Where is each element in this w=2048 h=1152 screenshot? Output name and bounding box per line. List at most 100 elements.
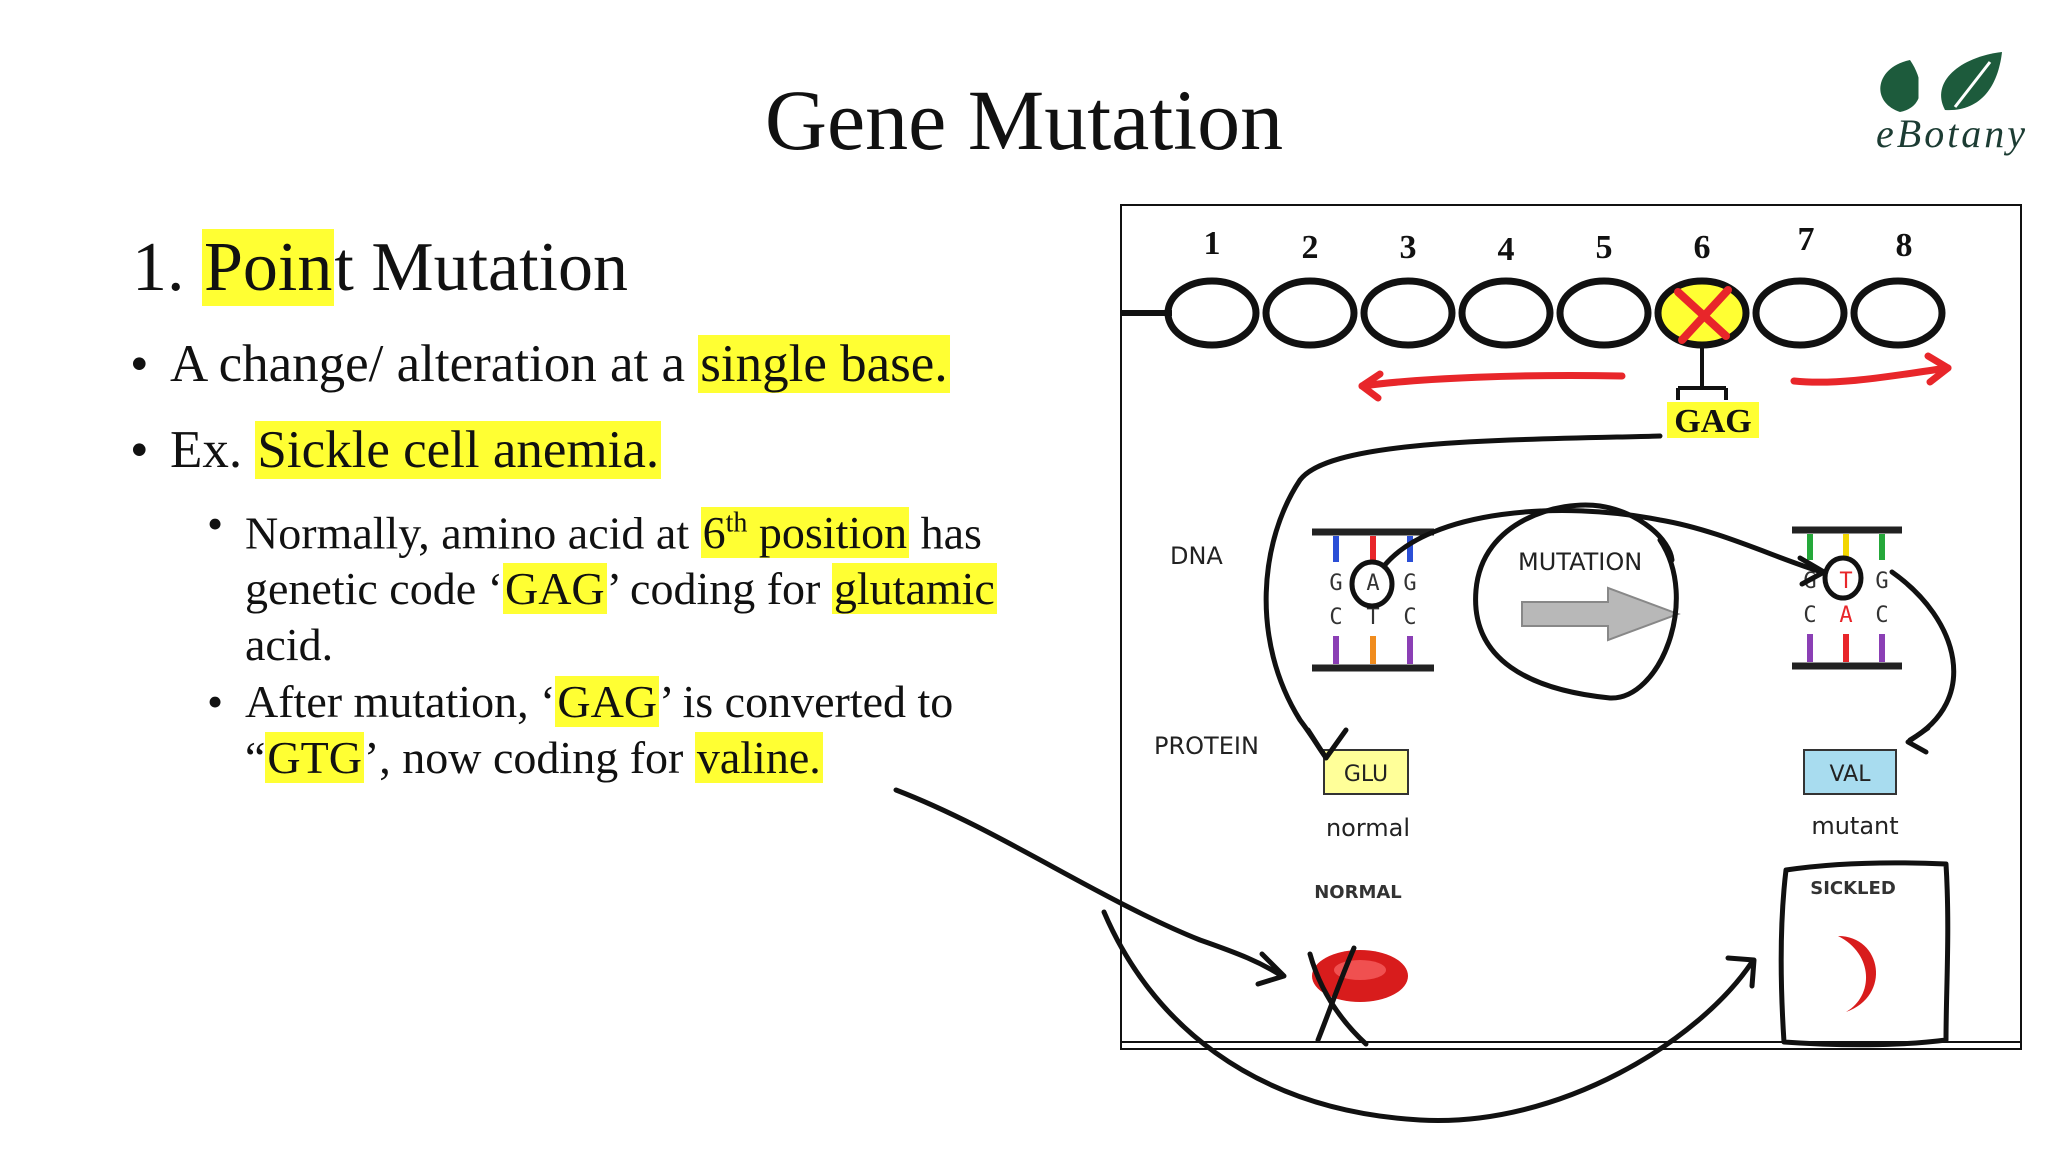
dna-base: G <box>1329 571 1342 596</box>
dna-base: T <box>1366 605 1379 630</box>
sub-bullet-2-line-1: After mutation, ‘GAG’ is converted to <box>245 674 1087 730</box>
text-run: 6 <box>702 507 726 559</box>
bullet1-text: A change/ alteration at a <box>170 335 699 393</box>
text-run: Normally, amino acid at <box>245 507 701 559</box>
slide-title: Gene Mutation <box>764 72 1284 168</box>
right-arrow-icon <box>1790 364 1952 386</box>
nucleotide-circle <box>1850 277 1946 349</box>
text-run: ’ is converted to <box>659 676 954 727</box>
annotation-box <box>1778 860 1951 1048</box>
highlight-run: glutamic <box>831 563 997 615</box>
annotation-arrowhead <box>1725 955 1757 989</box>
annotation-arrow <box>1889 569 1957 743</box>
text-run: genetic code ‘ <box>245 563 503 615</box>
annotation-circle <box>1473 502 1679 701</box>
nucleotide-circle <box>1458 277 1554 349</box>
text-run: “ <box>245 732 266 783</box>
annotation-arrow <box>893 787 1285 979</box>
bullet-item-1: • A change/ alteration at a single base. <box>130 334 950 394</box>
val-box <box>1803 749 1897 795</box>
dna-label: DNA <box>1170 542 1223 570</box>
sub-bullet-1-line-2: genetic code ‘GAG’ coding for glutamic <box>245 561 1087 617</box>
normal-caption: normal <box>1326 814 1410 842</box>
sub-bullet-dot: • <box>207 676 224 727</box>
codon-label: GAG <box>1674 403 1751 440</box>
dna-base: C <box>1875 603 1888 628</box>
bullet2-text: Ex. <box>170 421 256 479</box>
mutation-label: MUTATION <box>1518 548 1642 576</box>
mutation-diagram-panel: 1 2 3 4 5 6 7 8 GAG DNA PROTEIN MUTATION <box>1120 204 2022 1050</box>
normal-cell-label: NORMAL <box>1314 882 1402 903</box>
highlight-run: GAG <box>502 563 607 615</box>
annotation-circle <box>1822 555 1864 601</box>
val-label: VAL <box>1830 762 1872 787</box>
mutation-arrow-icon <box>1521 586 1681 642</box>
dna-base: G <box>1875 569 1888 594</box>
position-number: 1 <box>1204 225 1221 262</box>
normal-dna-ladder: G A G C T C <box>1312 528 1434 672</box>
text-run: position <box>747 507 908 559</box>
bullet1-highlight: single base. <box>698 335 950 393</box>
sub-bullet-1: • Normally, amino acid at 6th position h… <box>207 496 1087 673</box>
position-number: 6 <box>1694 229 1711 266</box>
text-run: After mutation, ‘ <box>245 676 556 727</box>
position-number: 3 <box>1400 229 1417 266</box>
mutant-caption: mutant <box>1811 812 1898 840</box>
mutation-diagram: 1 2 3 4 5 6 7 8 GAG DNA PROTEIN MUTATION <box>1122 221 2020 1043</box>
annotation-arrowhead <box>1905 725 1931 755</box>
sickled-cell-icon <box>1838 936 1877 1012</box>
sub-bullet-2: • After mutation, ‘GAG’ is converted to … <box>207 674 1087 786</box>
heading-highlight: Poin <box>202 229 335 306</box>
heading-number: 1. <box>132 229 202 306</box>
text-run: ’ coding for <box>606 563 832 615</box>
annotation-arrow <box>1381 508 1825 575</box>
position-number: 7 <box>1798 221 1815 258</box>
section-heading: 1. Point Mutation <box>132 228 628 308</box>
bullet-dot: • <box>130 335 149 393</box>
highlight-run: valine. <box>694 732 823 783</box>
ebotany-leaf-icon <box>1880 52 2002 114</box>
position-number: 8 <box>1896 227 1913 264</box>
dna-base: C <box>1803 603 1816 628</box>
nucleotide-circle <box>1360 277 1456 349</box>
nucleotide-circle <box>1556 277 1652 349</box>
annotation-arrow <box>1101 909 1755 1123</box>
sickled-cell-label: SICKLED <box>1810 878 1896 899</box>
glu-box <box>1323 749 1409 795</box>
bullet-item-2: • Ex. Sickle cell anemia. <box>130 420 662 480</box>
annotation-arrowhead <box>1305 727 1349 761</box>
annotation-arrowhead <box>1255 951 1287 987</box>
dna-base: A <box>1366 571 1379 596</box>
bullet2-highlight: Sickle cell anemia. <box>255 421 662 479</box>
left-arrow-icon <box>1358 371 1626 390</box>
logo-text: eBotany <box>1876 111 2029 156</box>
dna-base: T <box>1839 569 1852 594</box>
annotation-arrow <box>1263 433 1663 759</box>
position-number: 2 <box>1302 229 1319 266</box>
dna-base: C <box>1403 605 1416 630</box>
dna-base: C <box>1329 605 1342 630</box>
nucleotide-circle <box>1164 277 1260 349</box>
cross-mark-icon <box>1674 286 1732 344</box>
nucleotide-circle <box>1262 277 1358 349</box>
sub-bullet-1-line-1: Normally, amino acid at 6th position has <box>245 496 1087 561</box>
annotation-cross <box>1307 951 1369 1047</box>
annotation-cross <box>1315 945 1357 1043</box>
dna-base: G <box>1403 571 1416 596</box>
text-run: ’, now coding for <box>363 732 695 783</box>
sub-bullet-1-line-3: acid. <box>245 619 334 671</box>
text-run: has <box>909 507 982 559</box>
superscript: th <box>725 508 748 539</box>
position-number: 4 <box>1498 231 1515 268</box>
glu-label: GLU <box>1344 762 1388 787</box>
heading-rest: t Mutation <box>334 229 628 306</box>
nucleotide-circle <box>1752 277 1848 349</box>
highlight-run: GAG <box>555 676 660 727</box>
bullet-dot: • <box>130 421 149 479</box>
dna-base: A <box>1839 603 1852 628</box>
protein-label: PROTEIN <box>1154 732 1259 760</box>
sub-bullet-dot: • <box>207 498 224 549</box>
sub-bullet-2-line-2: “GTG’, now coding for valine. <box>245 730 1087 786</box>
annotation-circle <box>1349 559 1395 609</box>
